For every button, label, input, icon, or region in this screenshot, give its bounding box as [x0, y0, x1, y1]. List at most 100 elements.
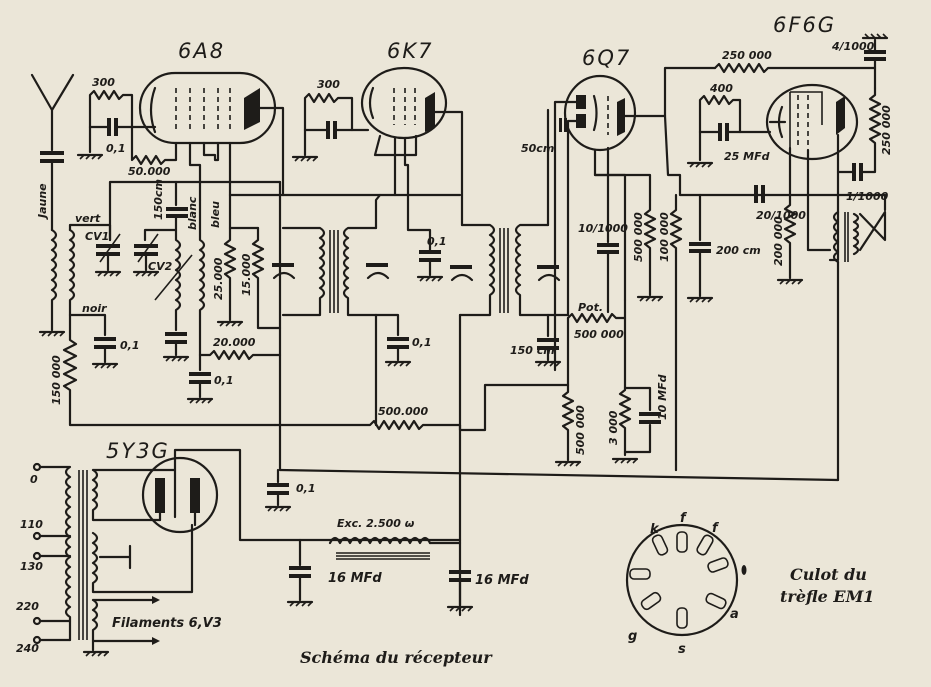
capacitor-16mfd-a	[289, 538, 311, 602]
capacitor-50cm	[559, 118, 567, 132]
label-c-10-1000: 10/1000	[578, 222, 628, 235]
resistor-15000	[251, 226, 282, 330]
ground-symbol	[384, 360, 412, 367]
output-transformer	[832, 210, 860, 482]
label-pot-value: 500 000	[574, 328, 624, 341]
resistor-150000	[62, 313, 277, 427]
label-c-25mfd: 25 MFd	[724, 150, 770, 163]
potentiometer-500000	[566, 312, 627, 387]
capacitor	[374, 313, 409, 362]
label-r-20000: 20.000	[213, 336, 256, 349]
tube-6q7	[553, 74, 667, 372]
ground-symbol	[554, 460, 582, 467]
tube-label-6a8: 6A8	[178, 39, 225, 63]
resistor-200000	[783, 193, 797, 280]
ground-symbol	[94, 270, 122, 277]
capacitor-25mfd	[698, 123, 772, 162]
label-r-500000: 500 000	[632, 212, 645, 262]
label-c-150cm: 150cm	[152, 179, 165, 220]
resistor-500000-avc	[273, 383, 570, 432]
ground-symbol	[686, 161, 714, 168]
tube-6a8	[138, 71, 285, 197]
mains-tap-110: 110	[20, 518, 43, 531]
label-c-0-1: 0,1	[120, 339, 140, 352]
tube-label-5y3g: 5Y3G	[106, 439, 170, 463]
capacitor	[267, 468, 289, 507]
capacitor-20-1000	[754, 185, 765, 203]
tube-6f6g	[765, 83, 859, 262]
label-r-400: 400	[709, 82, 733, 95]
capacitor	[165, 332, 187, 357]
field-coil-excitation	[328, 536, 462, 560]
em1-socket-diagram	[625, 523, 747, 637]
ground-symbol	[264, 505, 292, 512]
label-pot: Pot.	[578, 301, 603, 314]
label-blanc: blanc	[186, 196, 199, 230]
ground-symbol	[91, 362, 119, 369]
capacitor-200cm	[689, 193, 711, 298]
label-c-16mfd: 16 MFd	[475, 573, 529, 588]
tube-5y3g	[141, 448, 462, 542]
resistor-20000	[198, 349, 282, 361]
label-r-3000: 3 000	[607, 410, 620, 445]
capacitor-150cm-b	[537, 313, 559, 362]
if-transformer-2	[450, 108, 570, 617]
capacitor-10-1000	[597, 243, 619, 314]
label-r-300: 300	[92, 76, 115, 89]
label-c-10mfd: 10 MFd	[656, 374, 669, 420]
label-r-250000: 250 000	[722, 49, 772, 62]
label-c-50cm: 50cm	[521, 142, 554, 155]
label-c-1-1000: 1/1000	[846, 190, 889, 203]
tube-6k7	[360, 66, 464, 252]
tube-label-6q7: 6Q7	[582, 46, 631, 70]
socket-caption-line2: trèfle EM1	[780, 587, 874, 606]
if-transformer-1	[272, 193, 390, 427]
label-c-150cm: 150 cm	[510, 344, 555, 357]
mains-tap-0: 0	[30, 473, 38, 486]
ground-symbol	[186, 397, 214, 404]
socket-pin-a: a	[730, 607, 739, 622]
label-noir: noir	[82, 302, 107, 315]
capacitor	[419, 250, 441, 277]
label-cv1: CV1	[85, 230, 109, 243]
resistor-500000-c	[643, 198, 657, 297]
ground-symbol	[38, 330, 66, 337]
label-c-0-1: 0,1	[296, 482, 316, 495]
tuning-capacitor-cv2	[134, 233, 159, 272]
resistor-100000	[669, 193, 683, 472]
resistor-250000-side	[868, 86, 882, 172]
resistor-3000	[618, 298, 652, 457]
tuning-capacitor-cv1	[96, 233, 121, 272]
label-r-15000: 15.000	[240, 253, 253, 296]
ground-symbol	[416, 275, 444, 282]
schematic-caption: Schéma du récepteur	[300, 648, 493, 667]
label-bleu: bleu	[209, 201, 222, 228]
label-r-300: 300	[317, 78, 340, 91]
antenna-capacitor	[40, 151, 64, 232]
power-transformer	[32, 462, 194, 652]
mains-tap-220: 220	[16, 600, 39, 613]
label-c-0-1: 0,1	[214, 374, 234, 387]
label-r-200000: 200 000	[772, 216, 785, 266]
resistor-50000	[130, 125, 178, 166]
ground-symbol	[686, 296, 714, 303]
socket-pin-s: s	[678, 642, 686, 657]
label-r-500000: 500 000	[574, 405, 587, 455]
label-cv2: CV2	[148, 260, 173, 273]
ground-symbol	[611, 457, 639, 464]
ground-symbol	[132, 270, 160, 277]
resistor-400	[698, 94, 742, 134]
resistor-25000	[223, 226, 237, 322]
label-c-0-1: 0,1	[106, 142, 126, 155]
oscillator-coil	[154, 198, 206, 357]
resistor-500000-b	[561, 383, 575, 462]
speaker-icon	[858, 210, 887, 252]
ground-symbol	[82, 650, 110, 657]
label-c-0-1: 0,1	[412, 336, 432, 349]
label-r-500000: 500.000	[378, 405, 428, 418]
socket-pin-f: f	[712, 521, 720, 536]
ground-symbol	[162, 355, 190, 362]
antenna-icon	[30, 73, 75, 152]
label-r-50000: 50.000	[128, 165, 171, 178]
